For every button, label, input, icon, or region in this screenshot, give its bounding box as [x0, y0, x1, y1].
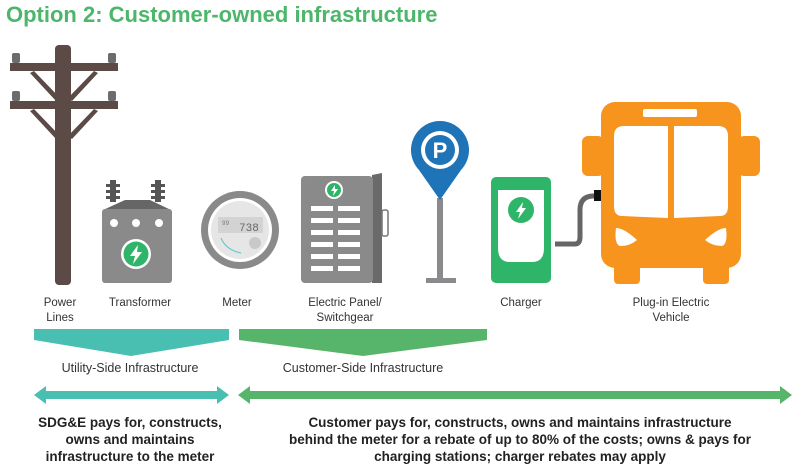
electric-meter-icon: 99 738 [201, 191, 279, 269]
customer-side-band [239, 329, 487, 356]
label-line: Vehicle [652, 312, 690, 324]
label-line: Lines [46, 312, 74, 324]
label-line: Plug-in Electric [632, 297, 710, 309]
electric-bus-icon [582, 102, 760, 284]
description-line: owns and maintains [65, 432, 195, 447]
svg-text:99: 99 [222, 220, 230, 227]
svg-text:738: 738 [239, 223, 259, 235]
description-line: SDG&E pays for, constructs, [38, 415, 222, 430]
ev-charger-icon [491, 177, 602, 283]
transformer-icon [102, 180, 172, 283]
parking-sign-icon: P [411, 121, 469, 283]
svg-text:P: P [433, 138, 448, 163]
description-line: charging stations; charger rebates may a… [374, 449, 666, 464]
label-line: Charger [500, 297, 542, 309]
label-vehicle: Plug-in Electric Vehicle [612, 296, 730, 326]
customer-double-arrow [238, 386, 792, 404]
label-charger: Charger [488, 296, 554, 311]
customer-side-label: Customer-Side Infrastructure [282, 361, 444, 375]
label-meter: Meter [212, 296, 262, 311]
breaker-slots [311, 206, 360, 271]
label-line: Power [43, 297, 77, 309]
utility-side-band [34, 329, 229, 356]
label-line: Switchgear [316, 312, 374, 324]
utility-pole-icon [10, 45, 118, 285]
utility-description: SDG&E pays for, constructs, owns and mai… [20, 414, 240, 465]
label-electric-panel: Electric Panel/ Switchgear [295, 296, 395, 326]
label-line: Electric Panel/ [308, 297, 382, 309]
utility-side-label: Utility-Side Infrastructure [61, 361, 199, 375]
utility-double-arrow [34, 386, 229, 404]
label-power-lines: Power Lines [38, 296, 82, 326]
electric-panel-icon [301, 173, 389, 283]
label-line: Meter [222, 297, 252, 309]
label-line: Transformer [108, 297, 172, 309]
description-line: infrastructure to the meter [45, 449, 215, 464]
page-title: Option 2: Customer-owned infrastructure [6, 2, 438, 27]
description-line: Customer pays for, constructs, owns and … [308, 415, 732, 430]
description-line: behind the meter for a rebate of up to 8… [288, 432, 752, 447]
label-transformer: Transformer [100, 296, 180, 311]
customer-description: Customer pays for, constructs, owns and … [250, 414, 790, 465]
